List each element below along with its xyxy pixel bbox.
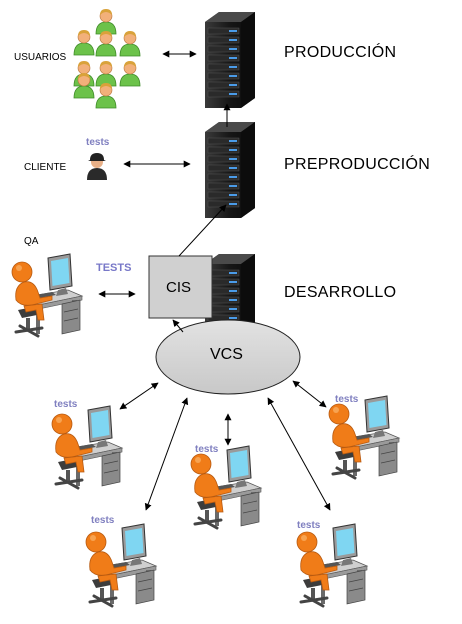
preproduccion-title: PREPRODUCCIÓN xyxy=(284,156,431,173)
vcs-cis-arrow xyxy=(172,319,184,333)
cis-label: CIS xyxy=(166,279,192,296)
user-group-icon xyxy=(73,8,141,109)
client-icon xyxy=(87,153,107,180)
developer-workstation-icon-2 xyxy=(327,394,401,480)
dev5-vcs-arrow xyxy=(267,397,331,511)
produccion-title: PRODUCCIÓN xyxy=(284,44,397,61)
qa-label: QA xyxy=(24,236,39,247)
usuarios-label: USUARIOS xyxy=(14,52,67,63)
developer-workstation-icon-4 xyxy=(84,522,158,608)
vcs-ellipse xyxy=(155,319,301,395)
dev3-tests-label: tests xyxy=(195,444,219,455)
dev1-vcs-arrow xyxy=(119,382,159,410)
cis-preproduccion-arrow xyxy=(178,204,227,257)
developer-workstation-icon-3 xyxy=(189,444,263,530)
dev4-vcs-arrow xyxy=(144,397,189,511)
produccion-server-icon xyxy=(204,11,256,109)
preproduccion-server-icon xyxy=(204,121,256,219)
qa-developer-workstation-icon xyxy=(10,252,84,338)
cis-box xyxy=(148,255,213,319)
dev2-tests-label: tests xyxy=(335,394,359,405)
vcs-label: VCS xyxy=(210,346,243,363)
cliente-label: CLIENTE xyxy=(24,162,67,173)
dev4-tests-label: tests xyxy=(91,515,115,526)
dev2-vcs-arrow xyxy=(292,380,327,408)
developer-workstation-icon-1 xyxy=(50,404,124,490)
dev5-tests-label: tests xyxy=(297,520,321,531)
cliente-tests-label: tests xyxy=(86,137,110,148)
developer-workstation-icon-5 xyxy=(295,522,369,608)
desarrollo-title: DESARROLLO xyxy=(284,284,397,301)
connectors xyxy=(98,50,331,511)
dev1-tests-label: tests xyxy=(54,399,78,410)
qa-tests-label: TESTS xyxy=(96,262,132,274)
